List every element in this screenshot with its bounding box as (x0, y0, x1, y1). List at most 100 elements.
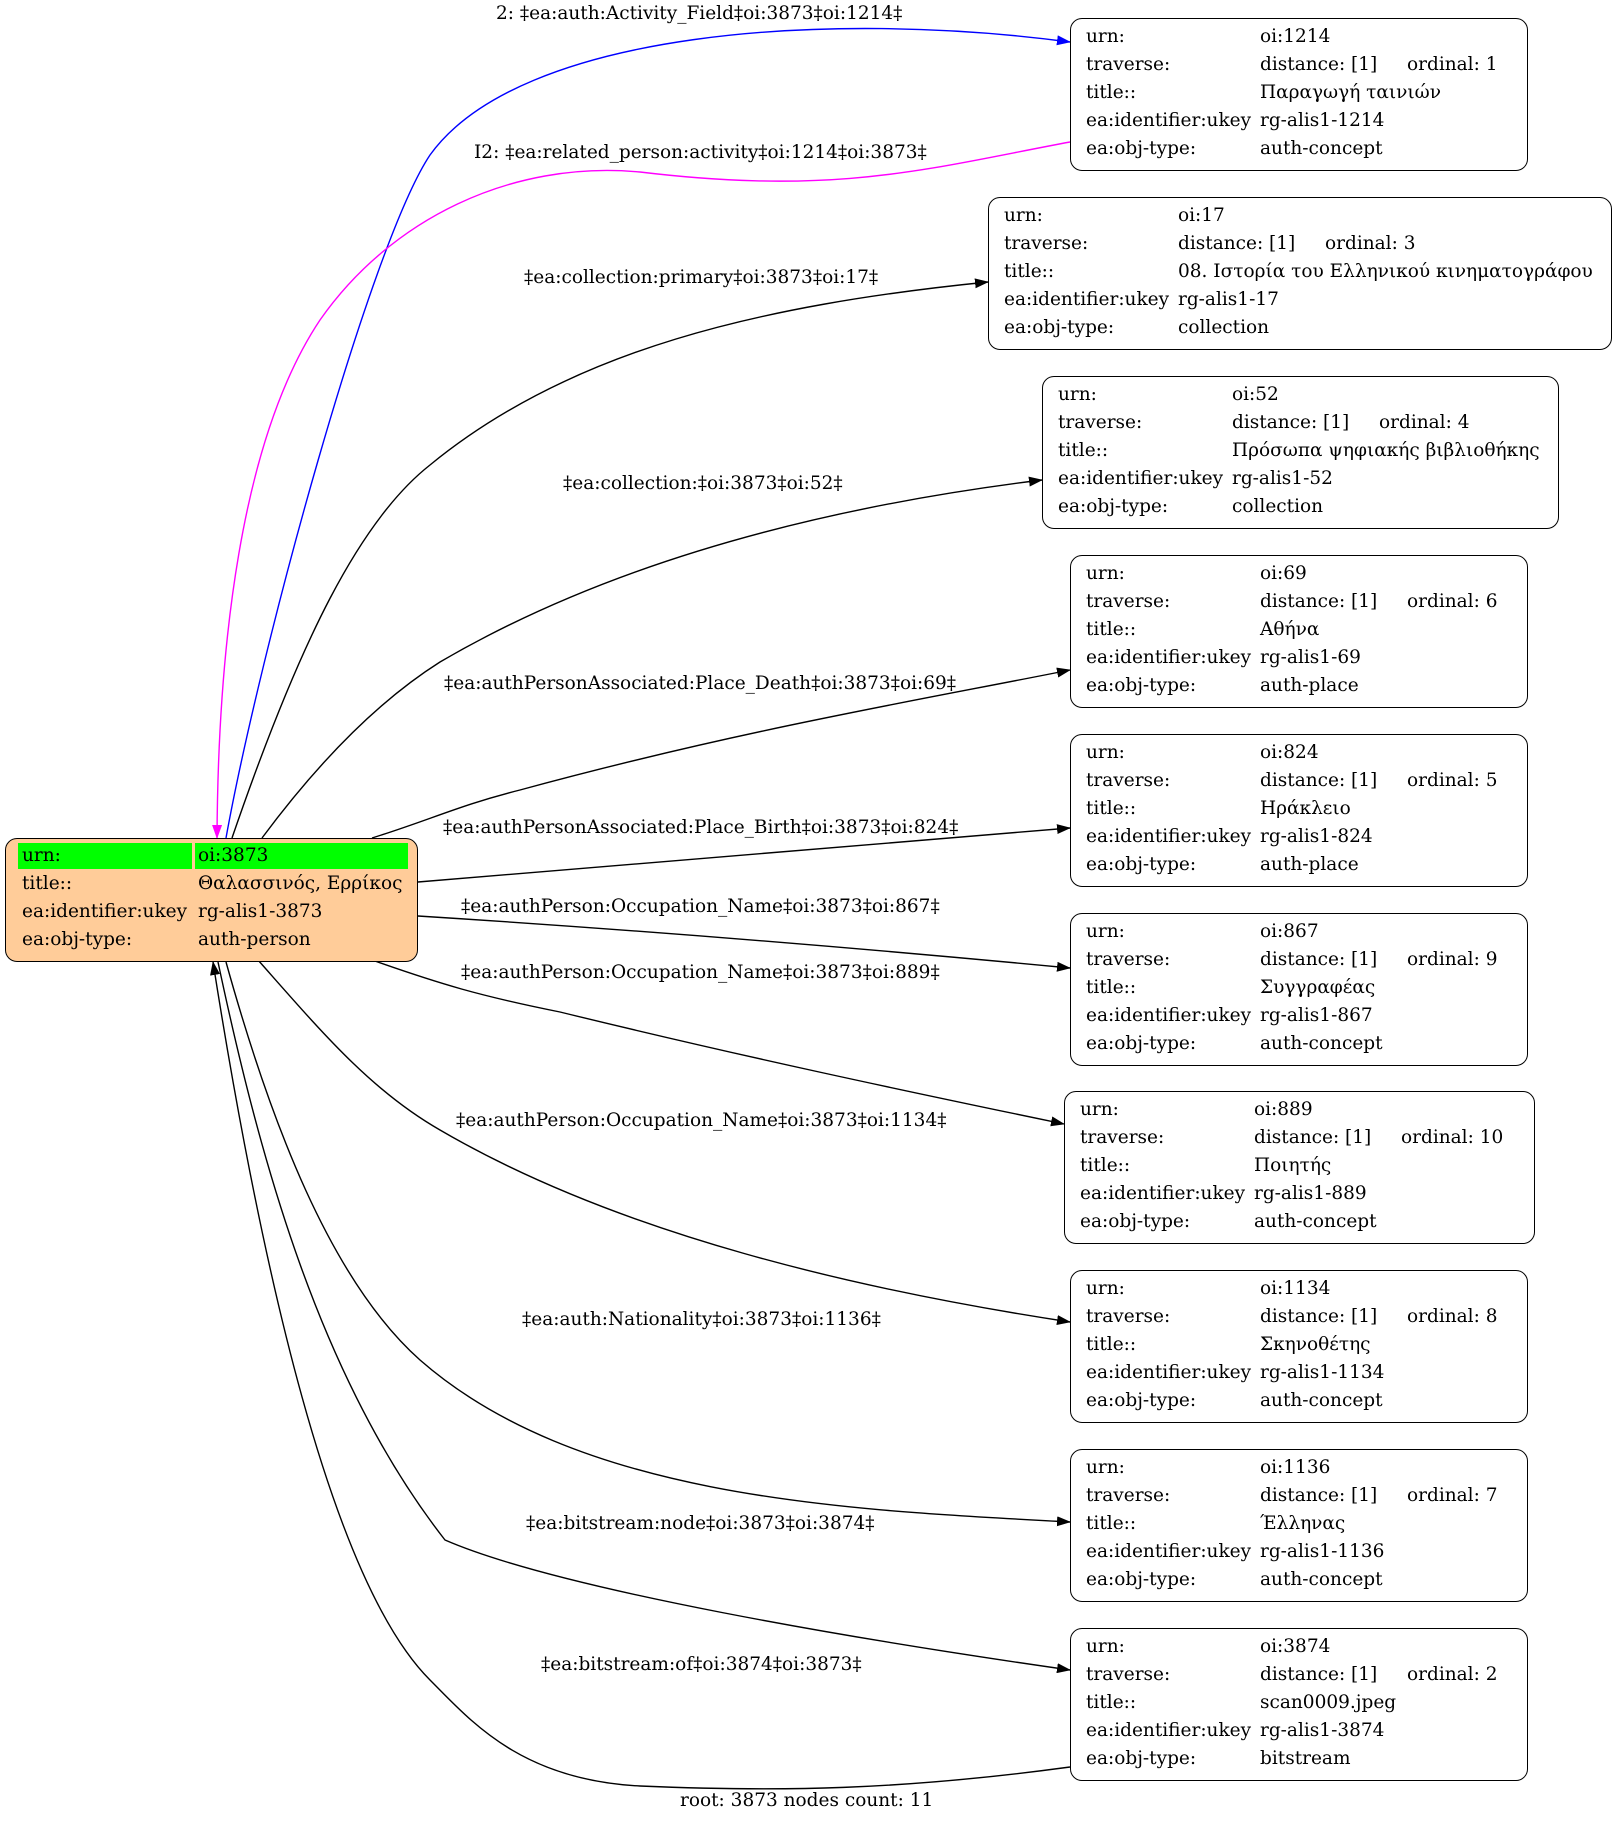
node-urn-value: oi:1136 (1260, 1457, 1331, 1478)
node-objtype-value: auth-place (1260, 854, 1359, 875)
node-oi-889[interactable]: urn: oi:889 traverse: distance: [1] ordi… (1064, 1091, 1535, 1244)
node-objtype-value: collection (1232, 496, 1324, 517)
node-distance: distance: [1] (1260, 1664, 1378, 1685)
node-oi-69[interactable]: urn: oi:69 traverse: distance: [1] ordin… (1070, 555, 1528, 708)
node-oi-867[interactable]: urn: oi:867 traverse: distance: [1] ordi… (1070, 913, 1528, 1066)
node-ukey-key: ea:identifier:ukey (1086, 1541, 1252, 1562)
root-ukey-key: ea:identifier:ukey (22, 901, 188, 922)
node-title-key: title:: (1004, 261, 1055, 282)
node-ordinal: ordinal: 2 (1407, 1664, 1498, 1685)
node-objtype-value: auth-concept (1254, 1211, 1377, 1232)
edge-bitstream-node (217, 961, 1071, 1674)
node-distance: distance: [1] (1260, 1306, 1378, 1327)
root-urn-key: urn: (18, 843, 192, 869)
node-distance: distance: [1] (1260, 54, 1378, 75)
node-title-key: title:: (1086, 1692, 1137, 1713)
node-ukey-value: rg-alis1-1214 (1260, 110, 1385, 131)
node-urn-value: oi:3874 (1260, 1636, 1331, 1657)
node-objtype-value: bitstream (1260, 1748, 1351, 1769)
node-traverse-key: traverse: (1086, 1664, 1171, 1685)
node-oi-17[interactable]: urn: oi:17 traverse: distance: [1] ordin… (988, 197, 1612, 350)
node-distance: distance: [1] (1260, 591, 1378, 612)
node-ukey-key: ea:identifier:ukey (1086, 1362, 1252, 1383)
node-ukey-value: rg-alis1-824 (1260, 826, 1373, 847)
node-ordinal: ordinal: 6 (1407, 591, 1498, 612)
node-oi-1214[interactable]: urn: oi:1214 traverse: distance: [1] ord… (1070, 18, 1528, 171)
node-ukey-value: rg-alis1-69 (1260, 647, 1361, 668)
node-urn-value: oi:867 (1260, 921, 1319, 942)
node-objtype-key: ea:obj-type: (1058, 496, 1169, 517)
node-title-value: Ποιητής (1254, 1155, 1332, 1176)
node-oi-1134[interactable]: urn: oi:1134 traverse: distance: [1] ord… (1070, 1270, 1528, 1423)
root-node[interactable]: urn: oi:3873 title:: Θαλασσινός, Ερρίκος… (5, 838, 418, 962)
node-title-value: Πρόσωπα ψηφιακής βιβλιοθήκης (1232, 440, 1540, 461)
node-distance: distance: [1] (1260, 770, 1378, 791)
node-traverse-key: traverse: (1086, 770, 1171, 791)
edge-label-activity-field: 2: ‡ea:auth:Activity_Field‡oi:3873‡oi:12… (496, 3, 903, 24)
edge-label-place-birth: ‡ea:authPersonAssociated:Place_Birth‡oi:… (443, 817, 959, 838)
edge-occupation-1134 (257, 959, 1071, 1325)
root-urn-row: urn: oi:3873 (18, 843, 408, 869)
node-ukey-key: ea:identifier:ukey (1086, 1720, 1252, 1741)
node-urn-key: urn: (1080, 1099, 1119, 1120)
node-urn-key: urn: (1058, 384, 1097, 405)
node-urn-key: urn: (1086, 1278, 1125, 1299)
node-objtype-key: ea:obj-type: (1086, 1033, 1197, 1054)
node-urn-value: oi:17 (1178, 205, 1225, 226)
node-ukey-value: rg-alis1-1134 (1260, 1362, 1385, 1383)
node-ukey-key: ea:identifier:ukey (1086, 110, 1252, 131)
node-oi-3874[interactable]: urn: oi:3874 traverse: distance: [1] ord… (1070, 1628, 1528, 1781)
node-objtype-value: auth-concept (1260, 1390, 1383, 1411)
edge-label-collection: ‡ea:collection:‡oi:3873‡oi:52‡ (563, 473, 843, 494)
node-objtype-key: ea:obj-type: (1086, 675, 1197, 696)
node-ukey-value: rg-alis1-867 (1260, 1005, 1373, 1026)
node-oi-1136[interactable]: urn: oi:1136 traverse: distance: [1] ord… (1070, 1449, 1528, 1602)
node-objtype-key: ea:obj-type: (1004, 317, 1115, 338)
node-distance: distance: [1] (1260, 1485, 1378, 1506)
graph-footer: root: 3873 nodes count: 11 (680, 1790, 934, 1811)
node-ukey-value: rg-alis1-3874 (1260, 1720, 1385, 1741)
node-oi-824[interactable]: urn: oi:824 traverse: distance: [1] ordi… (1070, 734, 1528, 887)
node-objtype-key: ea:obj-type: (1080, 1211, 1191, 1232)
node-urn-key: urn: (1086, 26, 1125, 47)
edge-bitstream-of (210, 961, 1071, 1790)
node-ukey-key: ea:identifier:ukey (1080, 1183, 1246, 1204)
node-title-key: title:: (1086, 1334, 1137, 1355)
edge-nationality (225, 961, 1071, 1527)
edge-label-place-death: ‡ea:authPersonAssociated:Place_Death‡oi:… (444, 673, 957, 694)
node-ordinal: ordinal: 10 (1401, 1127, 1504, 1148)
node-ukey-key: ea:identifier:ukey (1058, 468, 1224, 489)
edge-label-bitstream-node: ‡ea:bitstream:node‡oi:3873‡oi:3874‡ (526, 1513, 875, 1534)
edge-occupation-889 (371, 959, 1065, 1127)
edge-label-nationality: ‡ea:auth:Nationality‡oi:3873‡oi:1136‡ (522, 1309, 881, 1330)
node-title-value: 08. Ιστορία του Ελληνικού κινηματογράφου (1178, 261, 1593, 282)
node-title-key: title:: (1058, 440, 1109, 461)
node-objtype-key: ea:obj-type: (1086, 1748, 1197, 1769)
node-traverse-key: traverse: (1058, 412, 1143, 433)
node-ordinal: ordinal: 4 (1379, 412, 1470, 433)
node-ordinal: ordinal: 9 (1407, 949, 1498, 970)
node-urn-value: oi:1134 (1260, 1278, 1331, 1299)
node-ordinal: ordinal: 5 (1407, 770, 1498, 791)
node-urn-value: oi:824 (1260, 742, 1319, 763)
node-distance: distance: [1] (1232, 412, 1350, 433)
node-urn-value: oi:1214 (1260, 26, 1331, 47)
node-distance: distance: [1] (1254, 1127, 1372, 1148)
edge-collection-primary (231, 278, 989, 839)
node-traverse-key: traverse: (1086, 591, 1171, 612)
node-urn-key: urn: (1086, 742, 1125, 763)
root-objtype-value: auth-person (198, 929, 311, 950)
node-title-key: title:: (1080, 1155, 1131, 1176)
node-title-key: title:: (1086, 798, 1137, 819)
edge-place-death (371, 667, 1071, 839)
node-title-key: title:: (1086, 619, 1137, 640)
node-traverse-key: traverse: (1086, 1485, 1171, 1506)
node-objtype-key: ea:obj-type: (1086, 1569, 1197, 1590)
node-traverse-key: traverse: (1080, 1127, 1165, 1148)
edge-collection (261, 476, 1043, 839)
edge-label-collection-primary: ‡ea:collection:primary‡oi:3873‡oi:17‡ (524, 267, 879, 288)
node-oi-52[interactable]: urn: oi:52 traverse: distance: [1] ordin… (1042, 376, 1559, 529)
node-title-value: Αθήνα (1260, 619, 1320, 640)
node-urn-value: oi:69 (1260, 563, 1307, 584)
